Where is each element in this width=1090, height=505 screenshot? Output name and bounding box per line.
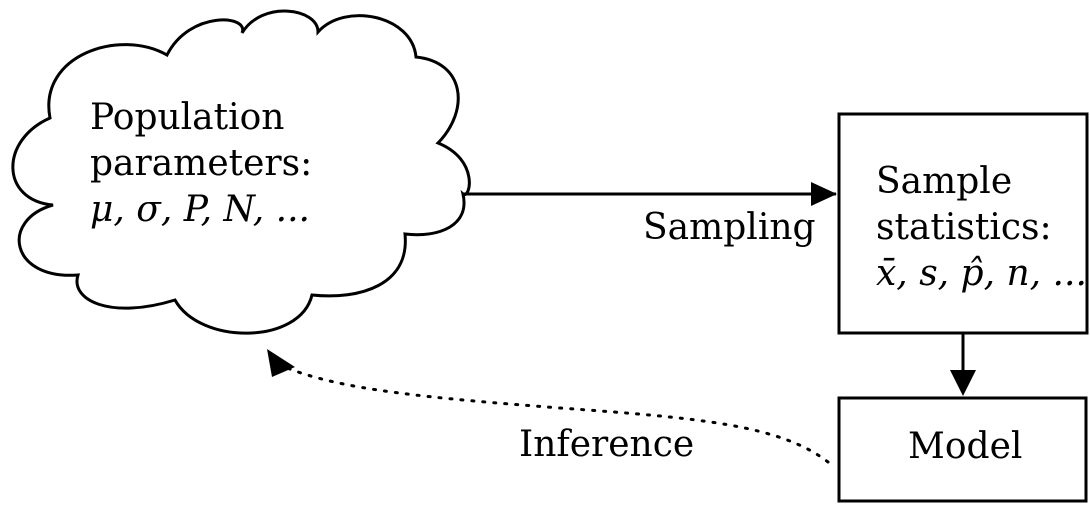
- inference-arrow: [283, 365, 830, 464]
- population-parameters-text: Population parameters: μ, σ, P, N, ...: [90, 95, 312, 233]
- inference-label: Inference: [519, 424, 695, 465]
- population-title-line1: Population: [90, 97, 285, 138]
- sample-statistics-box: [837, 112, 1089, 335]
- model-label: Model: [908, 426, 1023, 467]
- sampling-arrowhead: [811, 182, 837, 206]
- model-box: [837, 396, 1088, 503]
- population-cloud: [11, 9, 471, 335]
- sample-title-line2: statistics:: [876, 207, 1052, 248]
- sample-symbols: x̄, s, p̂, n, ...: [876, 253, 1087, 294]
- sampling-label: Sampling: [643, 207, 816, 248]
- population-title-line2: parameters:: [90, 143, 313, 184]
- population-symbols: μ, σ, P, N, ...: [90, 189, 310, 230]
- sample-title-line1: Sample: [876, 161, 1013, 202]
- inference-arrowhead: [267, 349, 295, 377]
- sample-statistics-text: Sample statistics: x̄, s, p̂, n, ...: [876, 159, 1087, 297]
- sample-to-model-arrowhead: [950, 370, 976, 396]
